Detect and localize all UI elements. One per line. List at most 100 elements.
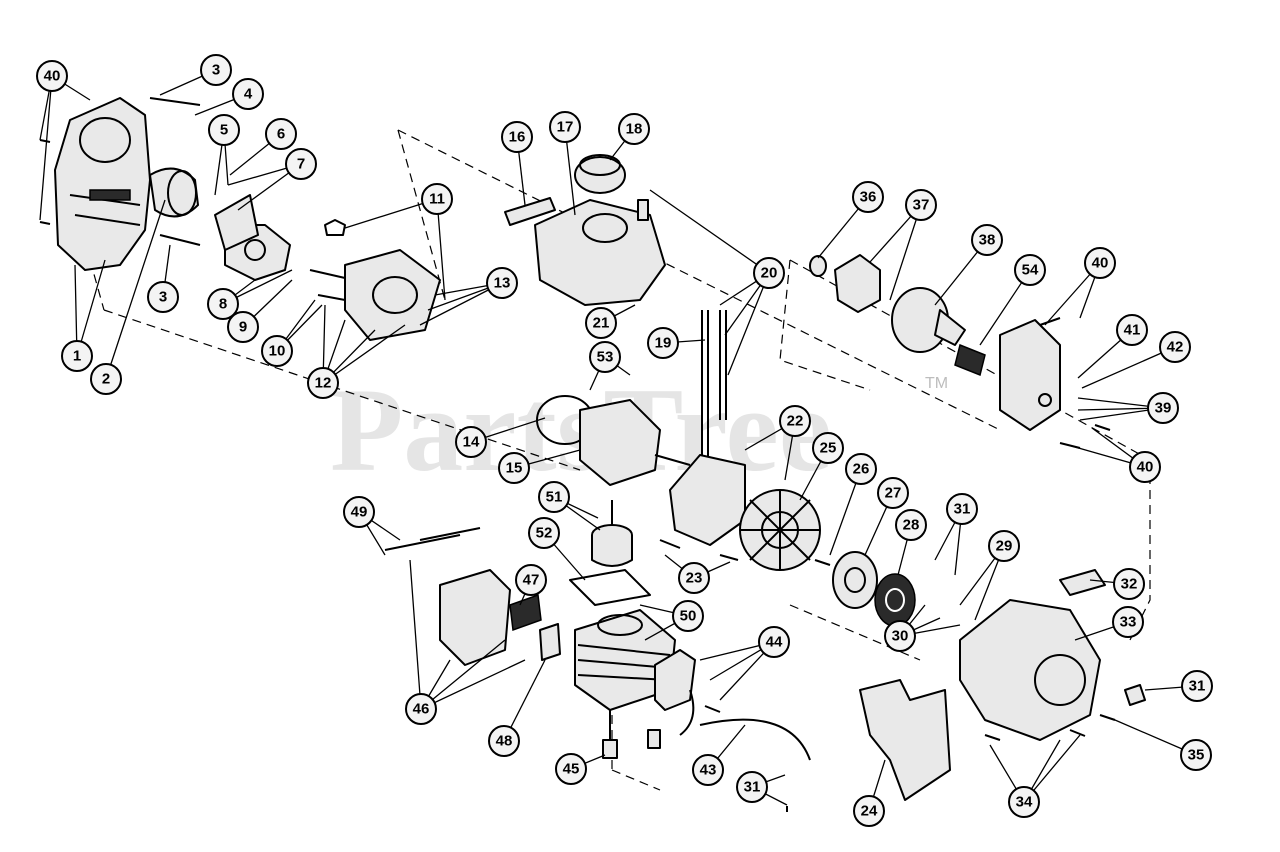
svg-text:14: 14 bbox=[463, 434, 480, 451]
svg-text:48: 48 bbox=[496, 733, 513, 750]
callout-8: 8 bbox=[207, 288, 239, 320]
callout-37: 37 bbox=[905, 189, 937, 221]
svg-text:46: 46 bbox=[413, 701, 430, 718]
callout-12: 12 bbox=[307, 367, 339, 399]
callout-51: 51 bbox=[538, 481, 570, 513]
starter-housing bbox=[959, 569, 1146, 741]
throttle-bracket bbox=[859, 679, 951, 801]
clutch-assembly bbox=[809, 254, 986, 377]
svg-text:26: 26 bbox=[853, 461, 870, 478]
intake-adapter bbox=[324, 219, 441, 341]
svg-text:53: 53 bbox=[597, 349, 614, 366]
svg-text:23: 23 bbox=[686, 570, 703, 587]
callout-16: 16 bbox=[501, 121, 533, 153]
clutch-housing bbox=[999, 319, 1061, 431]
svg-text:25: 25 bbox=[820, 440, 837, 457]
svg-text:29: 29 bbox=[996, 538, 1013, 555]
svg-text:27: 27 bbox=[885, 485, 902, 502]
callout-42: 42 bbox=[1159, 331, 1191, 363]
callout-31-bottom: 31 bbox=[736, 771, 768, 803]
callout-27: 27 bbox=[877, 477, 909, 509]
callout-32: 32 bbox=[1113, 568, 1145, 600]
ignition-module bbox=[602, 649, 811, 761]
svg-text:40: 40 bbox=[1092, 255, 1109, 272]
callout-4: 4 bbox=[232, 78, 264, 110]
callout-17: 17 bbox=[549, 111, 581, 143]
fuel-tank bbox=[534, 199, 666, 306]
callout-31-right: 31 bbox=[1181, 670, 1213, 702]
svg-text:9: 9 bbox=[239, 319, 247, 336]
callout-11: 11 bbox=[421, 183, 453, 215]
callout-45: 45 bbox=[555, 753, 587, 785]
svg-text:31: 31 bbox=[744, 779, 761, 796]
callout-40-right: 40 bbox=[1129, 451, 1161, 483]
callout-18: 18 bbox=[618, 113, 650, 145]
air-cleaner-housing bbox=[54, 97, 151, 271]
svg-text:42: 42 bbox=[1167, 339, 1184, 356]
svg-text:6: 6 bbox=[277, 126, 285, 143]
callout-40-top-left: 40 bbox=[36, 60, 68, 92]
svg-text:3: 3 bbox=[212, 62, 220, 79]
callout-53: 53 bbox=[589, 341, 621, 373]
svg-text:47: 47 bbox=[523, 572, 540, 589]
crankcase bbox=[536, 395, 691, 486]
recoil-spring bbox=[874, 573, 916, 627]
callout-30: 30 bbox=[884, 620, 916, 652]
svg-text:31: 31 bbox=[1189, 678, 1206, 695]
callout-20: 20 bbox=[753, 257, 785, 289]
callout-9: 9 bbox=[227, 311, 259, 343]
svg-text:45: 45 bbox=[563, 761, 580, 778]
svg-text:50: 50 bbox=[680, 608, 697, 625]
svg-text:3: 3 bbox=[159, 289, 167, 306]
svg-text:37: 37 bbox=[913, 197, 930, 214]
callout-3-top: 3 bbox=[200, 54, 232, 86]
svg-text:21: 21 bbox=[593, 315, 610, 332]
starter-pulley bbox=[814, 551, 878, 609]
svg-text:16: 16 bbox=[509, 129, 526, 146]
callout-21: 21 bbox=[585, 307, 617, 339]
callout-33: 33 bbox=[1112, 606, 1144, 638]
svg-text:13: 13 bbox=[494, 275, 511, 292]
svg-text:4: 4 bbox=[244, 86, 253, 103]
svg-text:24: 24 bbox=[861, 803, 878, 820]
svg-text:15: 15 bbox=[506, 460, 523, 477]
svg-text:51: 51 bbox=[546, 489, 563, 506]
callout-10: 10 bbox=[261, 335, 293, 367]
svg-text:7: 7 bbox=[297, 156, 305, 173]
callout-14: 14 bbox=[455, 426, 487, 458]
svg-text:20: 20 bbox=[761, 265, 778, 282]
svg-text:38: 38 bbox=[979, 232, 996, 249]
svg-text:18: 18 bbox=[626, 121, 643, 138]
svg-text:31: 31 bbox=[954, 501, 971, 518]
gasket-plate bbox=[214, 194, 259, 251]
svg-text:2: 2 bbox=[102, 371, 110, 388]
callout-54: 54 bbox=[1014, 254, 1046, 286]
callout-48: 48 bbox=[488, 725, 520, 757]
svg-text:41: 41 bbox=[1124, 322, 1141, 339]
callout-2: 2 bbox=[90, 363, 122, 395]
callout-31-mid: 31 bbox=[946, 493, 978, 525]
fasteners bbox=[39, 97, 1116, 812]
svg-text:52: 52 bbox=[536, 525, 553, 542]
svg-text:22: 22 bbox=[787, 413, 804, 430]
callout-15: 15 bbox=[498, 452, 530, 484]
callout-6: 6 bbox=[265, 118, 297, 150]
fuel-cap bbox=[574, 154, 626, 194]
callout-40-top-right: 40 bbox=[1084, 247, 1116, 279]
callout-34: 34 bbox=[1008, 786, 1040, 818]
flywheel bbox=[739, 489, 821, 571]
watermark-trademark: TM bbox=[925, 375, 948, 392]
callout-36: 36 bbox=[852, 181, 884, 213]
svg-text:30: 30 bbox=[892, 628, 909, 645]
callout-19: 19 bbox=[647, 327, 679, 359]
svg-text:32: 32 bbox=[1121, 576, 1138, 593]
svg-text:1: 1 bbox=[73, 348, 81, 365]
tank-strap bbox=[504, 197, 556, 226]
callout-5: 5 bbox=[208, 114, 240, 146]
callout-35: 35 bbox=[1180, 739, 1212, 771]
svg-text:44: 44 bbox=[766, 634, 783, 651]
callout-49: 49 bbox=[343, 496, 375, 528]
callout-3-left: 3 bbox=[147, 281, 179, 313]
callout-39: 39 bbox=[1147, 392, 1179, 424]
